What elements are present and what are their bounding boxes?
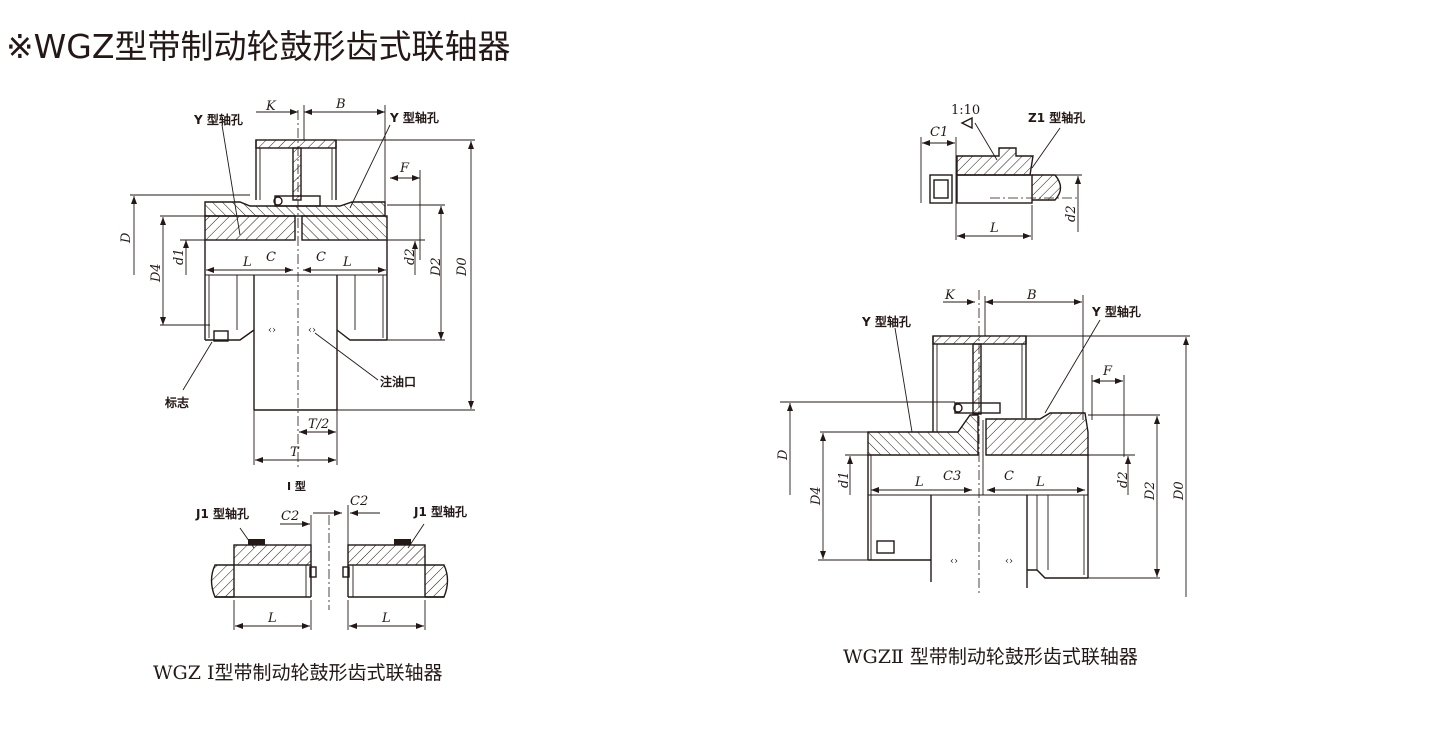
label-y-bore-left-type2: Y 型轴孔 bbox=[861, 314, 911, 329]
label-j1-bore-left: J1 型轴孔 bbox=[195, 506, 249, 521]
dim-c-type2: C bbox=[1004, 469, 1014, 484]
dim-l-right-detail: L bbox=[381, 611, 391, 626]
dim-l-left: L bbox=[242, 255, 252, 270]
dim-d1: d1 bbox=[172, 248, 187, 265]
dim-d1-type2: d1 bbox=[837, 471, 852, 488]
dim-t: T bbox=[290, 445, 300, 460]
dim-d2: d2 bbox=[403, 248, 418, 265]
label-y-bore-right: Y 型轴孔 bbox=[389, 110, 439, 125]
dim-f: F bbox=[399, 161, 410, 176]
dim-l-left-type2: L bbox=[914, 475, 924, 490]
dim-d4: D4 bbox=[149, 263, 164, 283]
dim-c1: C1 bbox=[930, 125, 948, 140]
dim-c-right: C bbox=[316, 250, 326, 265]
svg-text:‹›: ‹› bbox=[308, 325, 316, 336]
dim-b: B bbox=[335, 97, 346, 112]
dim-D2-type2: D2 bbox=[1143, 481, 1158, 501]
dim-c3-type2: C3 bbox=[943, 469, 961, 484]
type2-drawing: ‹› ‹› K B F Y 型轴孔 Y 型轴孔 D bbox=[776, 288, 1190, 597]
label-mark: 标志 bbox=[164, 395, 189, 410]
label-taper: 1:10 bbox=[951, 103, 980, 118]
dim-D0: D0 bbox=[455, 257, 470, 277]
label-y-bore-right-type2: Y 型轴孔 bbox=[1091, 304, 1141, 319]
mark-box-type2 bbox=[876, 540, 895, 554]
z1-detail-drawing: 1:10 Z1 型轴孔 C1 L d2 bbox=[920, 103, 1085, 240]
dim-f-type2: F bbox=[1102, 364, 1113, 379]
mark-box bbox=[213, 330, 229, 342]
dim-c2-right: C2 bbox=[350, 494, 368, 509]
caption-type1: WGZ I型带制动轮鼓形齿式联轴器 bbox=[153, 662, 443, 684]
dim-k: K bbox=[265, 99, 277, 114]
type1-drawing: ‹› ‹› bbox=[119, 97, 475, 493]
svg-text:‹›: ‹› bbox=[950, 556, 958, 567]
dim-d: D bbox=[119, 232, 134, 244]
dim-D0-type2: D0 bbox=[1172, 481, 1187, 501]
j1-detail-drawing: J1 型轴孔 J1 型轴孔 C2 C2 L L bbox=[195, 494, 467, 630]
label-y-bore-left: Y 型轴孔 bbox=[193, 112, 243, 127]
dim-t-half: T/2 bbox=[308, 417, 329, 432]
label-j1-bore-right: J1 型轴孔 bbox=[413, 504, 467, 519]
dim-d2-z1: d2 bbox=[1064, 205, 1079, 222]
dim-k-type2: K bbox=[944, 288, 956, 303]
view-label-type1: I 型 bbox=[287, 479, 306, 493]
label-oil-port: 注油口 bbox=[380, 374, 416, 389]
dim-b-type2: B bbox=[1026, 288, 1037, 303]
dim-l-right-type2: L bbox=[1035, 475, 1045, 490]
dim-l-right: L bbox=[342, 255, 352, 270]
label-z1-bore: Z1 型轴孔 bbox=[1028, 110, 1085, 125]
dim-l-z1: L bbox=[989, 221, 999, 236]
svg-text:‹›: ‹› bbox=[268, 325, 276, 336]
dim-d4-type2: D4 bbox=[809, 486, 824, 506]
dim-d2-type2: d2 bbox=[1116, 471, 1131, 488]
dim-D2: D2 bbox=[429, 257, 444, 277]
dim-c-left: C bbox=[266, 250, 276, 265]
dim-l-left-detail: L bbox=[267, 611, 277, 626]
caption-type2: WGZⅡ 型带制动轮鼓形齿式联轴器 bbox=[843, 646, 1138, 668]
dim-d-type2: D bbox=[776, 449, 791, 461]
page-title: ※WGZ型带制动轮鼓形齿式联轴器 bbox=[6, 27, 511, 66]
dim-c2-left: C2 bbox=[281, 509, 299, 524]
svg-text:‹›: ‹› bbox=[1005, 556, 1013, 567]
brake-drum bbox=[255, 139, 337, 201]
